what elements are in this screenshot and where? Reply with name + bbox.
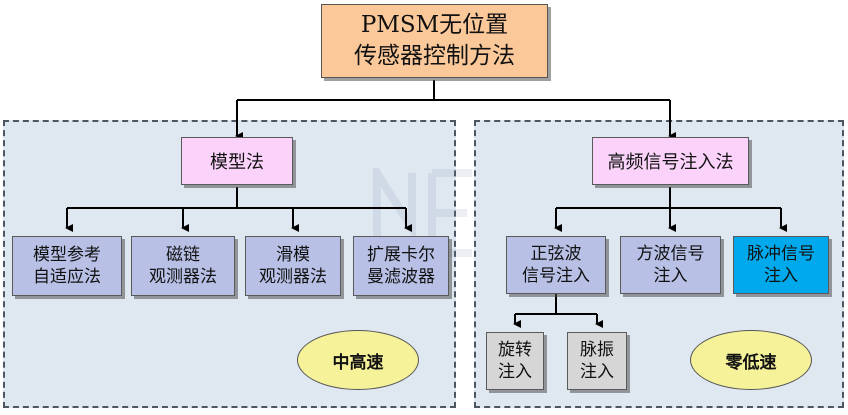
sliding-mode-observer-node: 滑模 观测器法	[245, 236, 341, 296]
mras-node: 模型参考 自适应法	[12, 236, 122, 296]
zero-low-speed-label: 零低速	[725, 352, 777, 373]
rotating-injection-node: 旋转 注入	[486, 332, 544, 390]
pulsating-injection-node: 脉振 注入	[567, 332, 627, 390]
mid-high-speed-label: 中高速	[332, 352, 384, 373]
sliding-mode-observer-label: 滑模 观测器法	[259, 244, 327, 287]
ekf-node: 扩展卡尔 曼滤波器	[353, 236, 449, 296]
sine-injection-node: 正弦波 信号注入	[506, 236, 606, 294]
root-node: PMSM无位置 传感器控制方法	[321, 4, 548, 78]
mras-label: 模型参考 自适应法	[33, 244, 101, 287]
square-wave-injection-node: 方波信号 注入	[620, 236, 721, 294]
ekf-label: 扩展卡尔 曼滤波器	[367, 244, 435, 287]
model-method-node: 模型法	[181, 137, 293, 185]
model-method-label: 模型法	[210, 152, 264, 173]
root-label: PMSM无位置 传感器控制方法	[354, 11, 515, 69]
sine-injection-label: 正弦波 信号注入	[522, 243, 590, 286]
hf-injection-method-label: 高频信号注入法	[607, 152, 734, 173]
pulse-injection-node: 脉冲信号 注入	[733, 236, 829, 294]
square-wave-injection-label: 方波信号 注入	[636, 243, 705, 286]
flux-observer-label: 磁链 观测器法	[149, 244, 217, 287]
flux-observer-node: 磁链 观测器法	[131, 236, 235, 296]
pulse-injection-label: 脉冲信号 注入	[747, 243, 815, 286]
hf-injection-method-node: 高频信号注入法	[592, 137, 749, 185]
pulsating-injection-label: 脉振 注入	[580, 339, 614, 382]
rotating-injection-label: 旋转 注入	[498, 339, 532, 382]
mid-high-speed-badge: 中高速	[297, 330, 419, 390]
zero-low-speed-badge: 零低速	[690, 330, 812, 390]
watermark-logo	[373, 168, 472, 257]
